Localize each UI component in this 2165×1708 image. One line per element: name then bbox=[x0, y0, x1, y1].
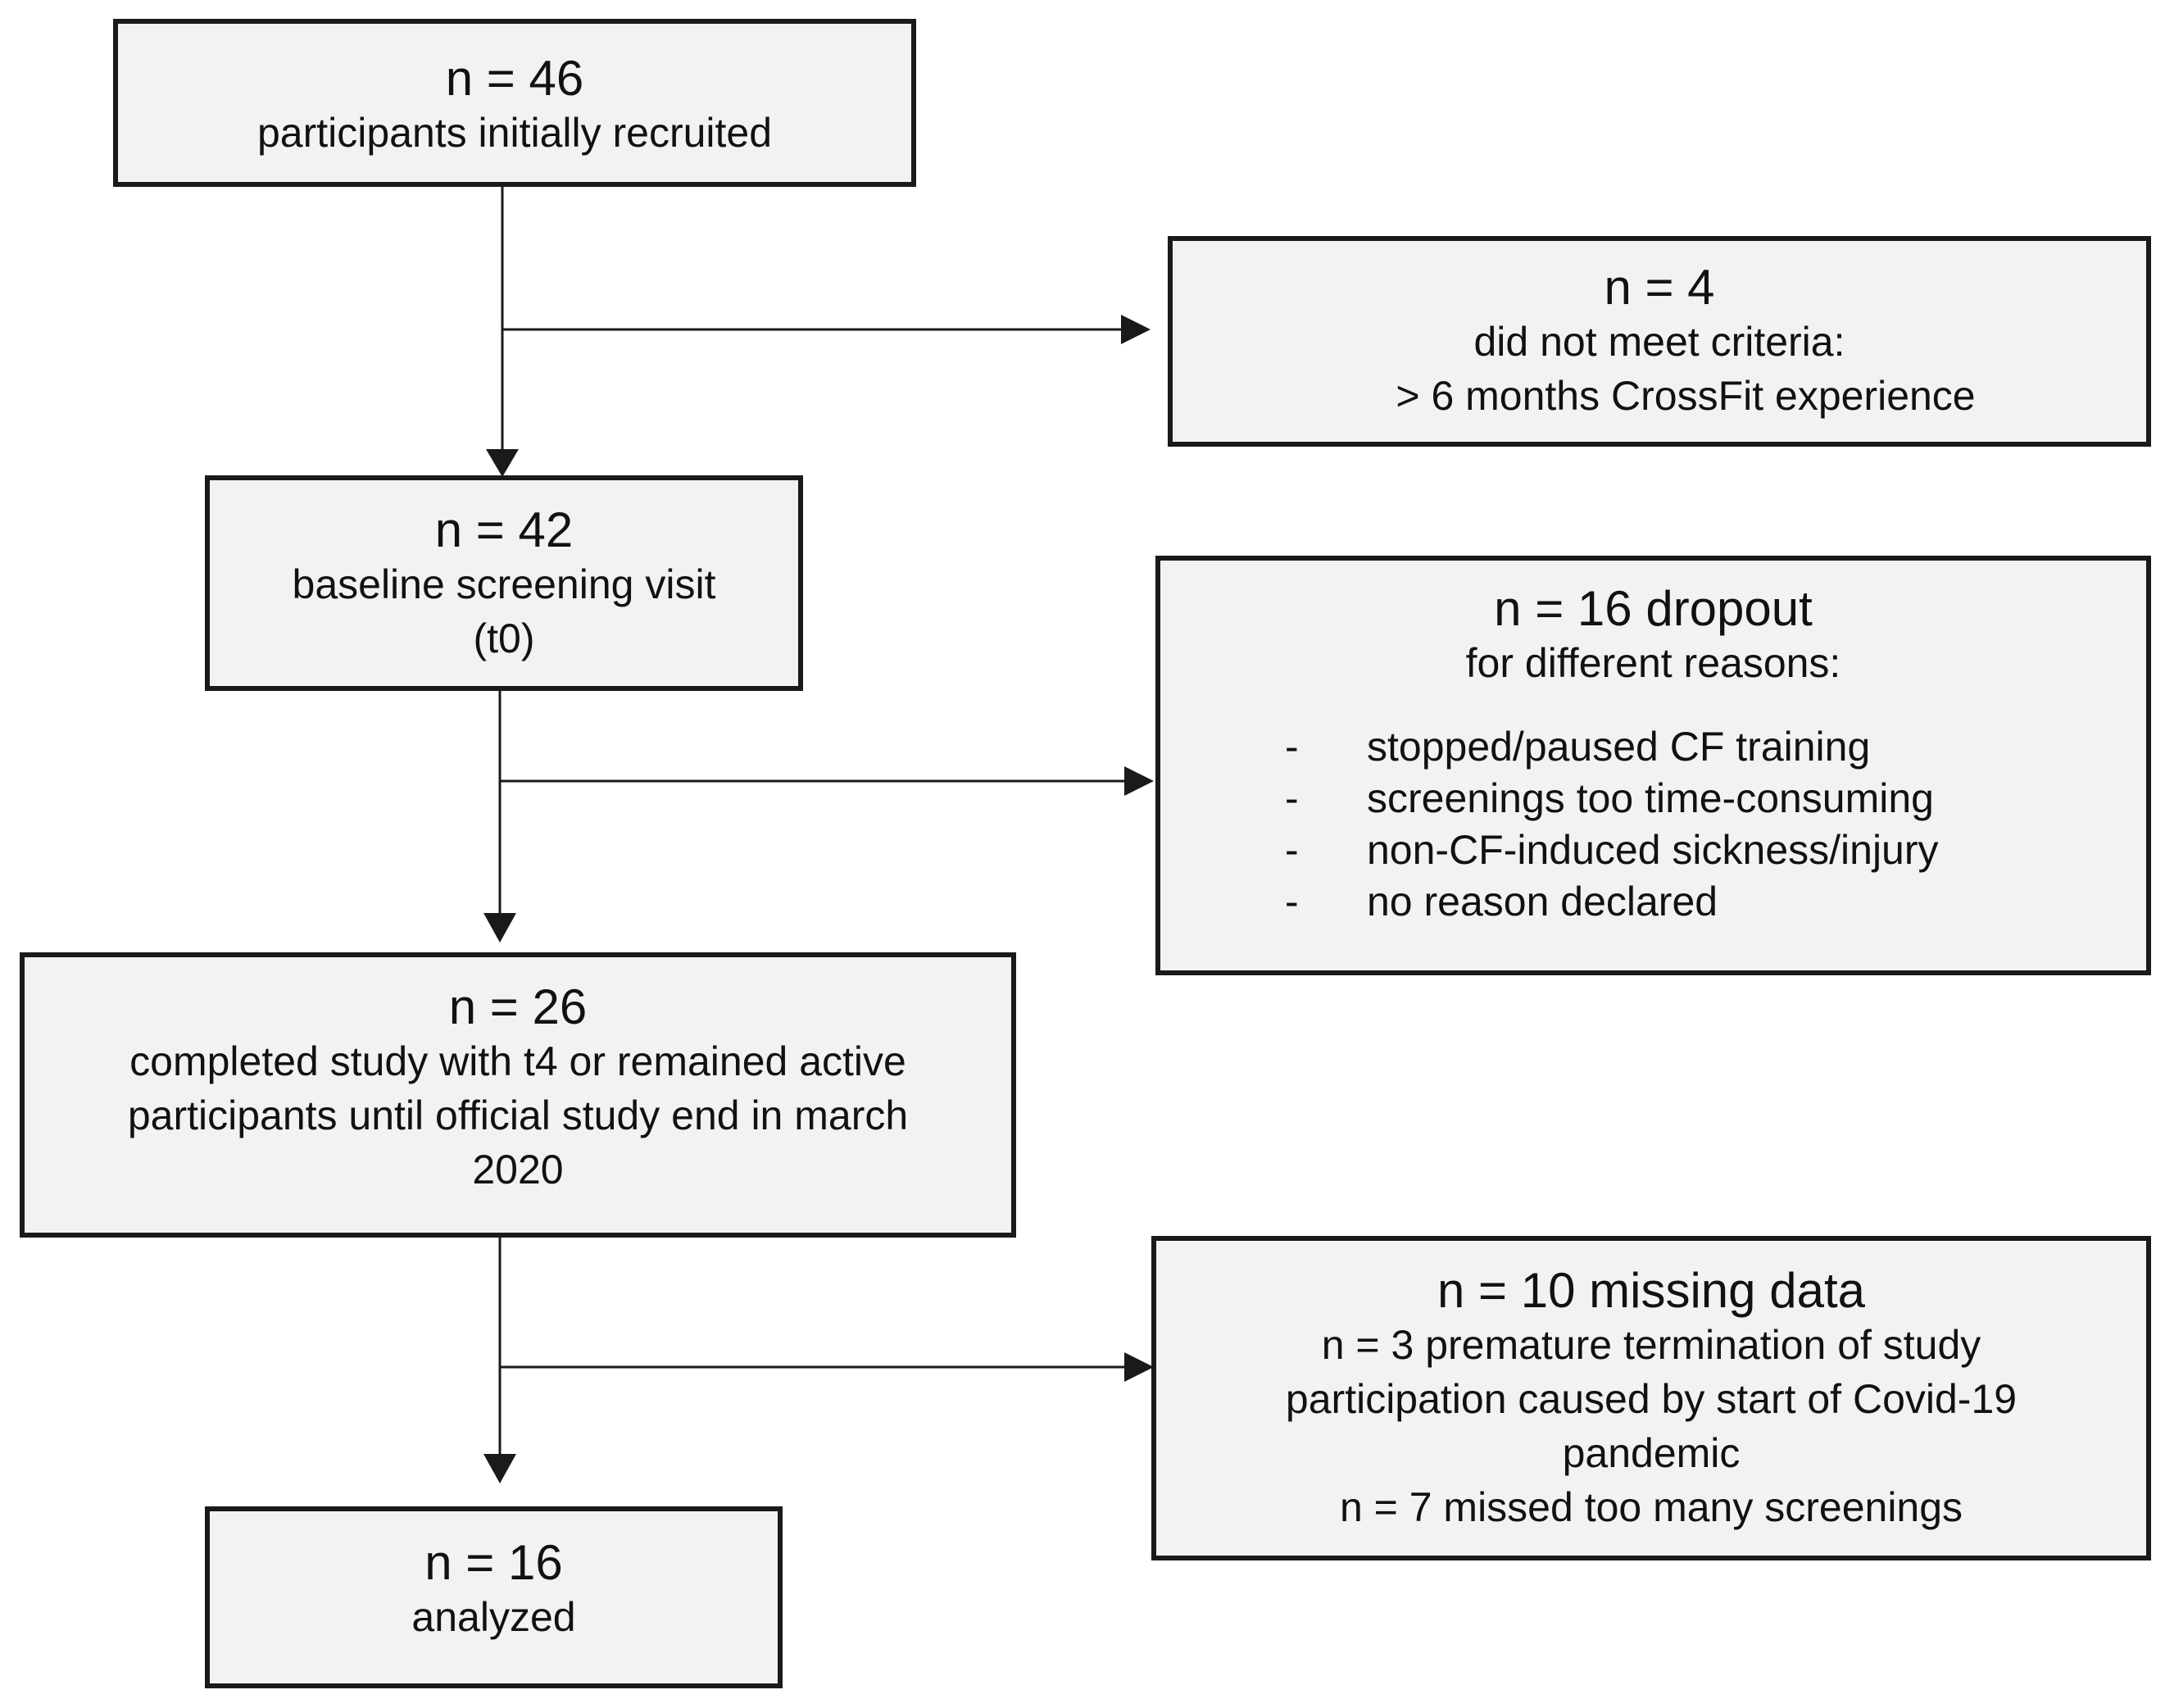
completed-label-2: participants until official study end in… bbox=[127, 1092, 909, 1138]
baseline-count: n = 42 bbox=[434, 502, 574, 557]
box-excluded: n = 4 did not meet criteria: > 6 months … bbox=[1168, 236, 2151, 447]
analyzed-count: n = 16 bbox=[424, 1535, 563, 1590]
missing-detail-4: n = 7 missed too many screenings bbox=[1339, 1484, 1963, 1530]
missing-detail-1: n = 3 premature termination of study bbox=[1321, 1322, 1981, 1368]
completed-label-3: 2020 bbox=[472, 1147, 564, 1192]
completed-label-1: completed study with t4 or remained acti… bbox=[129, 1038, 906, 1084]
box-dropout: n = 16 dropout for different reasons: -s… bbox=[1155, 556, 2151, 975]
missing-detail-2: participation caused by start of Covid-1… bbox=[1285, 1376, 2017, 1422]
dropout-reasons-list: -stopped/paused CF training -screenings … bbox=[1160, 721, 2146, 928]
analyzed-label: analyzed bbox=[411, 1594, 576, 1640]
excluded-criterion: > 6 months CrossFit experience bbox=[1396, 373, 1976, 419]
box-missing: n = 10 missing data n = 3 premature term… bbox=[1151, 1236, 2151, 1560]
excluded-label: did not meet criteria: bbox=[1473, 319, 1845, 365]
dropout-count: n = 16 dropout bbox=[1494, 581, 1813, 636]
missing-detail-3: pandemic bbox=[1562, 1430, 1741, 1476]
list-item: -stopped/paused CF training bbox=[1285, 724, 1871, 770]
baseline-timepoint: (t0) bbox=[473, 616, 535, 661]
box-completed: n = 26 completed study with t4 or remain… bbox=[20, 952, 1016, 1238]
list-item: -no reason declared bbox=[1285, 879, 1718, 924]
box-recruited: n = 46 participants initially recruited bbox=[113, 19, 916, 187]
dropout-label: for different reasons: bbox=[1465, 640, 1841, 686]
recruited-count: n = 46 bbox=[445, 51, 584, 106]
list-item: -screenings too time-consuming bbox=[1285, 775, 1934, 821]
box-baseline: n = 42 baseline screening visit (t0) bbox=[205, 475, 803, 691]
recruited-label: participants initially recruited bbox=[256, 110, 773, 156]
excluded-count: n = 4 bbox=[1604, 260, 1715, 315]
missing-count: n = 10 missing data bbox=[1437, 1263, 1865, 1318]
completed-count: n = 26 bbox=[448, 979, 588, 1034]
list-item: -non-CF-induced sickness/injury bbox=[1285, 827, 1939, 873]
baseline-label: baseline screening visit bbox=[292, 561, 716, 607]
box-analyzed: n = 16 analyzed bbox=[205, 1506, 783, 1688]
